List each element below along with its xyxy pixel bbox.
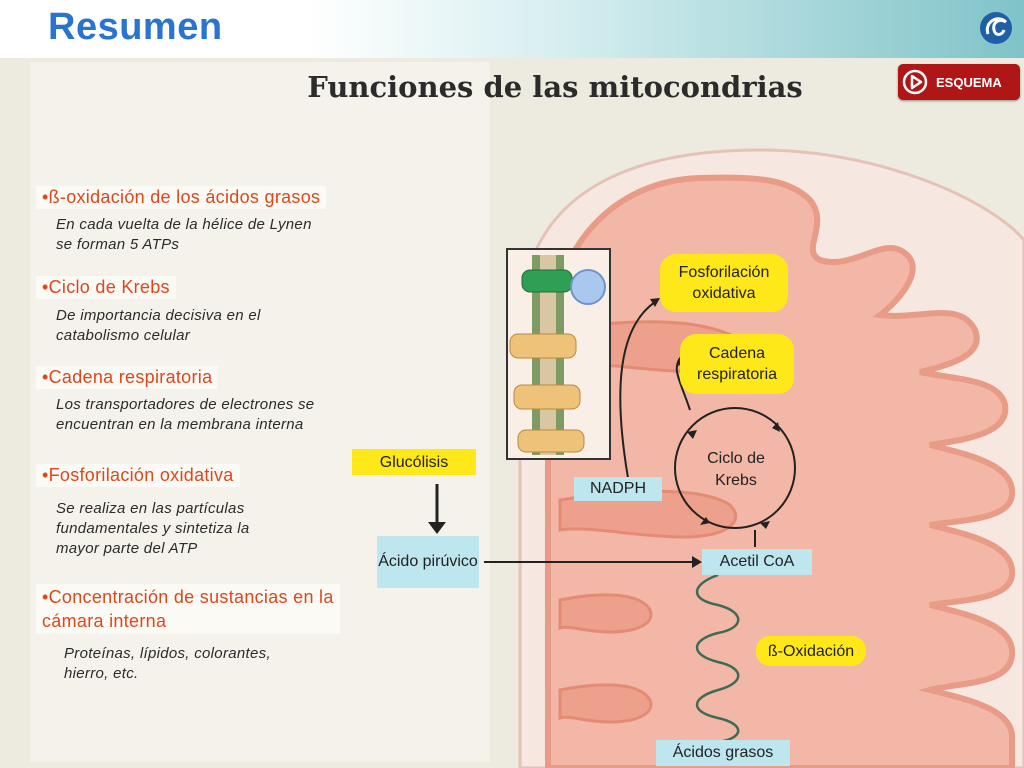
membrane-protein-3 xyxy=(517,429,585,453)
esquema-label: ESQUEMA xyxy=(936,74,1002,90)
function-desc-cadena: Los transportadores de electrones se enc… xyxy=(56,396,315,433)
esquema-button[interactable]: ESQUEMA xyxy=(898,64,1020,100)
function-desc-krebs: De importancia decisiva en el catabolism… xyxy=(56,307,261,344)
crista-4 xyxy=(558,683,653,724)
diagram-heading: Funciones de las mitocondrias xyxy=(307,70,803,104)
text-panel-background xyxy=(30,62,490,762)
function-desc-fosforilacion: Se realiza en las partículas fundamental… xyxy=(56,500,250,557)
arrow-nadph-to-fosforilacion xyxy=(619,301,656,479)
label-acidos-grasos: Ácidos grasos xyxy=(656,740,790,766)
atp-synthase-head xyxy=(570,269,606,305)
swirl-logo-icon xyxy=(980,12,1012,44)
slide-title: Resumen xyxy=(48,6,223,48)
function-title-krebs: •Ciclo de Krebs xyxy=(36,276,176,299)
function-title-fosforilacion: •Fosforilación oxidativa xyxy=(36,464,240,487)
header-bar: Resumen xyxy=(0,0,1024,58)
lynen-helix xyxy=(696,573,740,744)
label-krebs: Ciclo de Krebs xyxy=(707,450,765,489)
label-cadena: Cadena respiratoria xyxy=(680,334,794,394)
krebs-cycle-ring xyxy=(674,407,796,529)
krebs-arrow-4 xyxy=(760,521,770,529)
label-beta-oxidacion: ß-Oxidación xyxy=(756,636,866,666)
function-desc-concentracion: Proteínas, lípidos, colorantes, hierro, … xyxy=(64,645,271,682)
function-title-concentracion: •Concentración de sustancias en la cámar… xyxy=(36,584,340,634)
membrane-protein-1 xyxy=(509,333,577,359)
krebs-arrow-2 xyxy=(772,422,780,432)
krebs-arrow-1 xyxy=(687,430,697,439)
arrow-to-cadena xyxy=(675,357,691,411)
label-nadph: NADPH xyxy=(574,477,662,501)
function-title-cadena: •Cadena respiratoria xyxy=(36,366,219,389)
membrane-protein-2 xyxy=(513,384,581,410)
label-acido-piruvico: Ácido pirúvico xyxy=(377,536,479,588)
label-acetil-coa: Acetil CoA xyxy=(702,549,812,575)
krebs-arrow-3 xyxy=(700,517,710,525)
label-fosforilacion: Fosforilación oxidativa xyxy=(660,254,788,312)
function-desc-beta-oxidacion: En cada vuelta de la hélice de Lynen se … xyxy=(56,216,312,253)
play-icon xyxy=(902,69,928,95)
label-glucolisis: Glucólisis xyxy=(352,449,476,475)
function-title-beta-oxidacion: •ß-oxidación de los ácidos grasos xyxy=(36,186,327,209)
membrane-protein-green xyxy=(521,269,573,293)
crista-3 xyxy=(558,593,653,634)
